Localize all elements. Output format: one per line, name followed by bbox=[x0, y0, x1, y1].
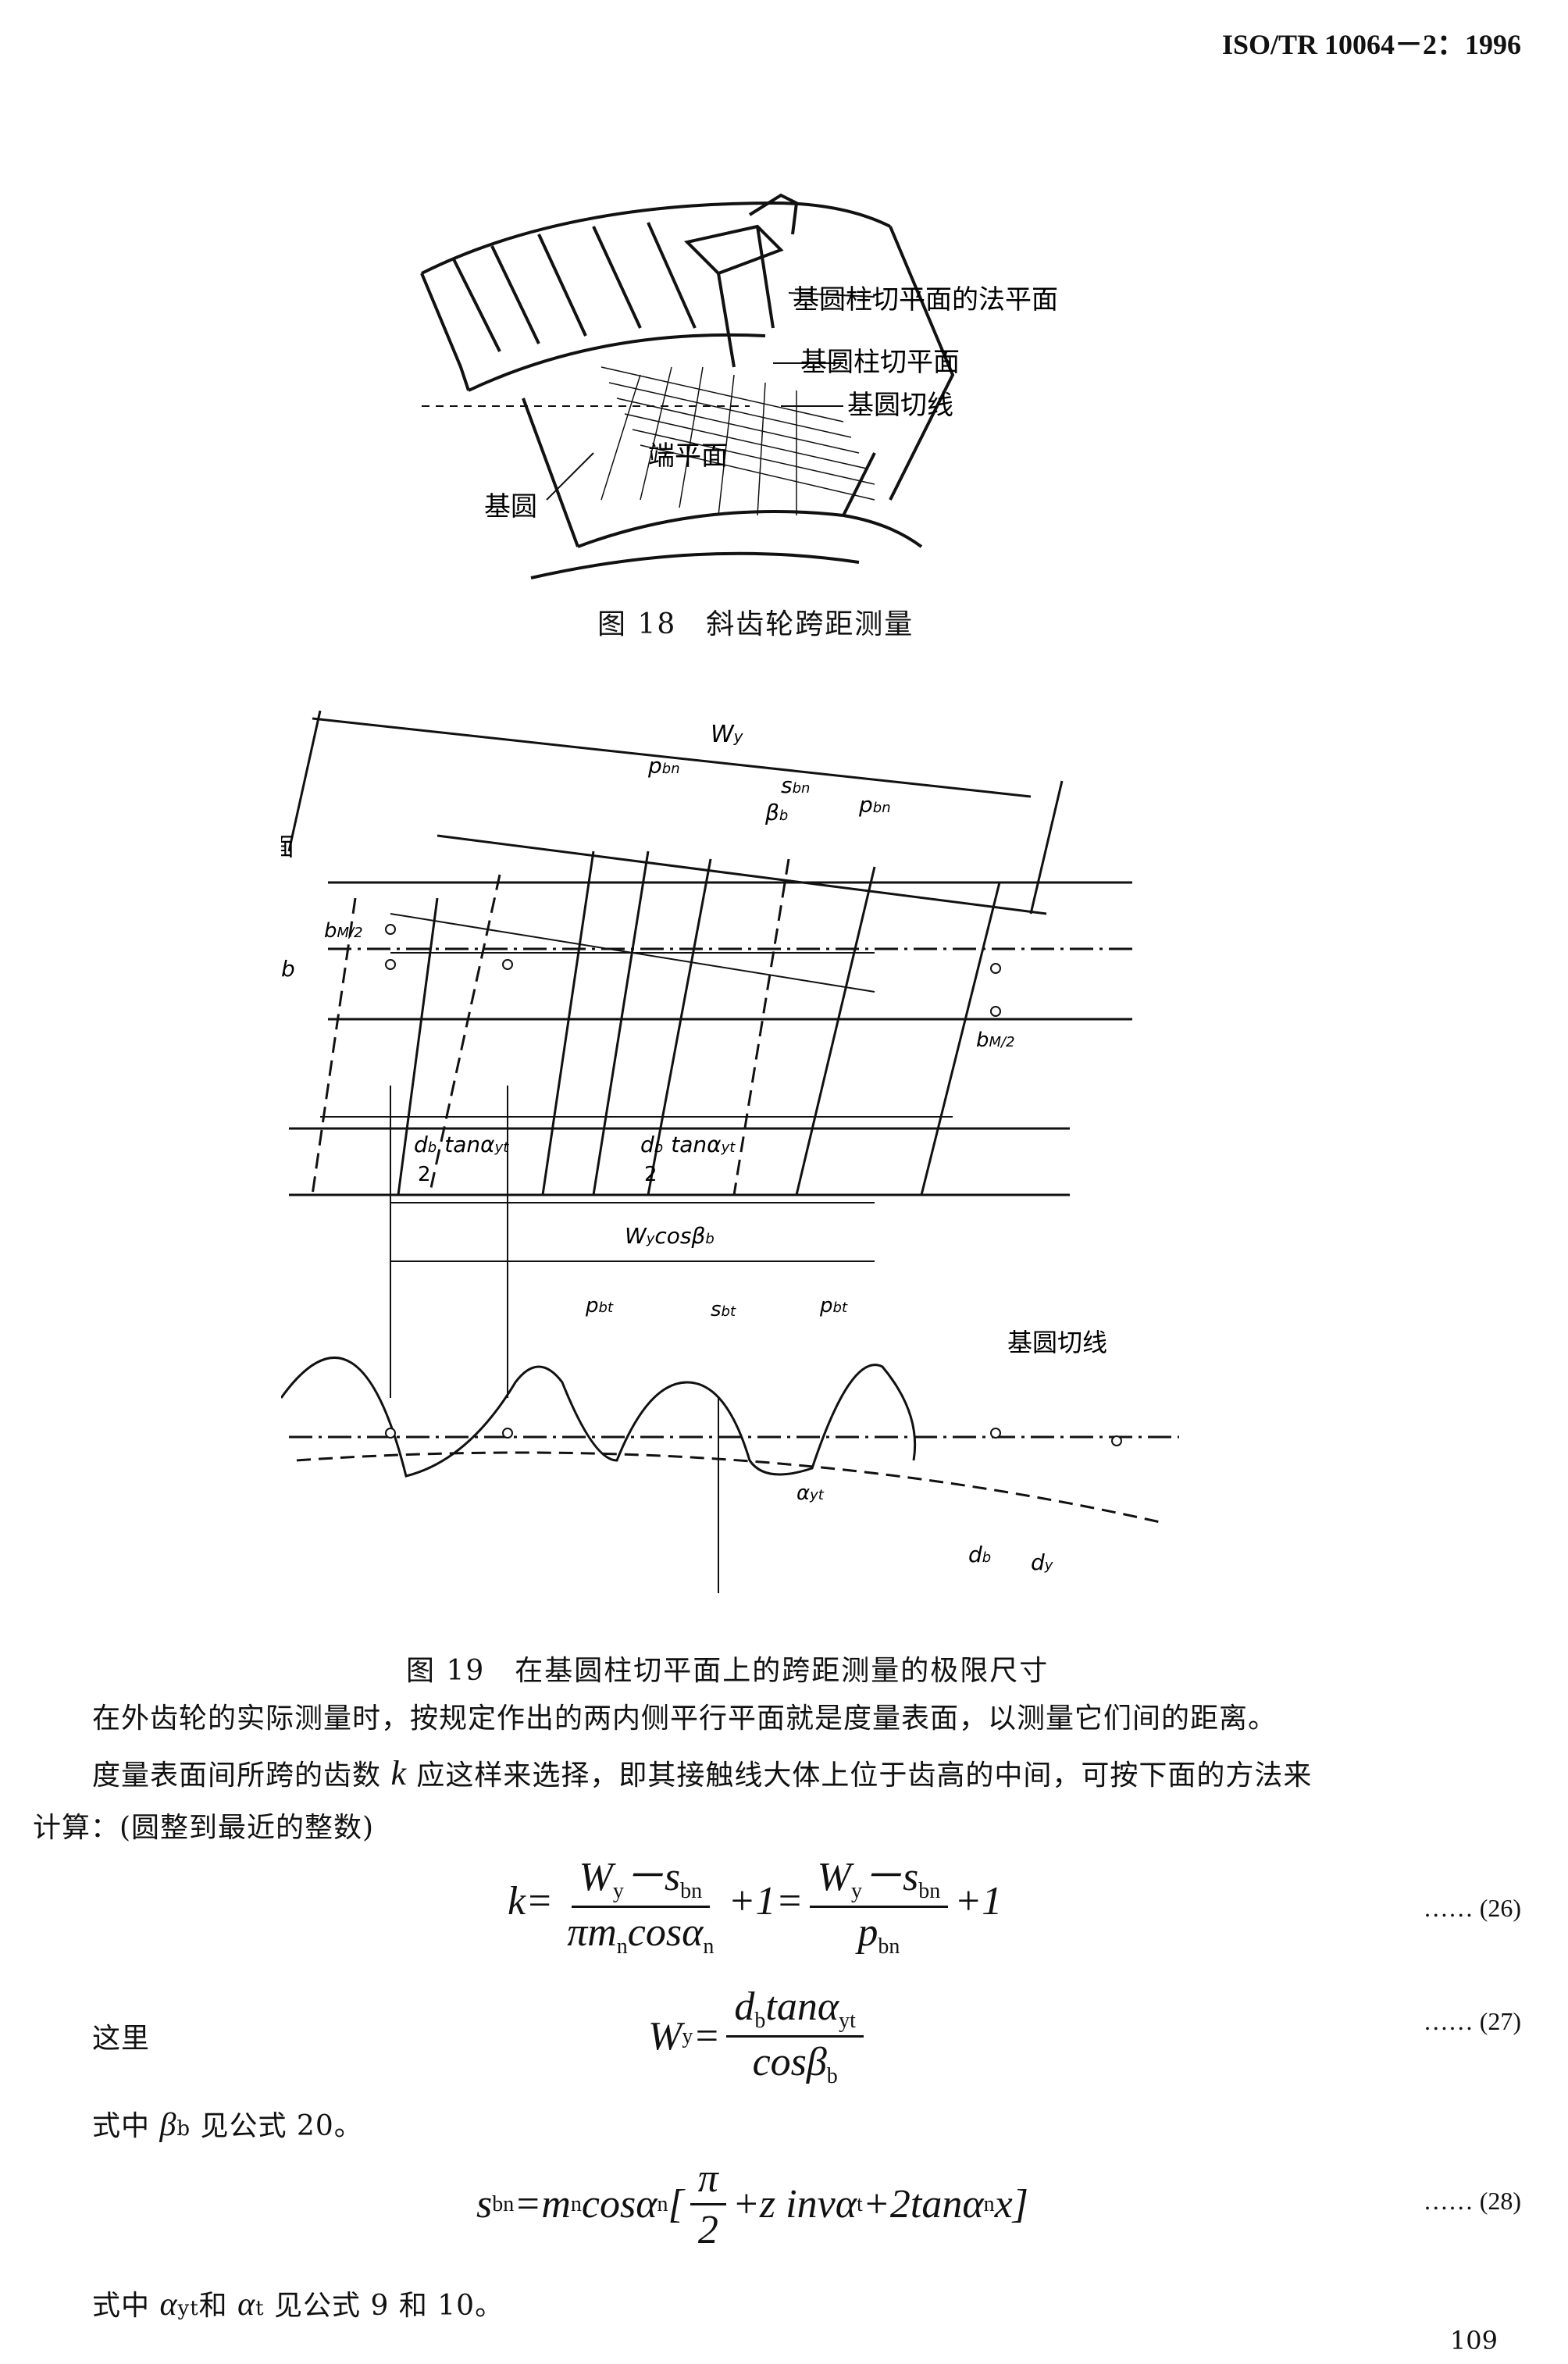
equation-28-number: …… (28) bbox=[1423, 2187, 1521, 2215]
label-end-plane: 端平面 bbox=[648, 440, 728, 472]
label-tangent-line: 基圆切线 bbox=[847, 390, 953, 421]
label-alpha-yt: αyt bbox=[796, 1482, 825, 1505]
equation-27-number: …… (27) bbox=[1423, 2007, 1521, 2035]
label-here: 这里 bbox=[92, 2023, 151, 2055]
label-beta-b: βb bbox=[764, 800, 788, 825]
label-sbt: sbt bbox=[711, 1298, 736, 1321]
paragraph-3: 计算：(圆整到最近的整数) bbox=[33, 1812, 375, 1844]
label-wy: Wy bbox=[711, 721, 744, 748]
figure-18-diagram: 基圆柱切平面的法平面 基圆柱切平面 基圆切线 端平面 基圆 bbox=[420, 193, 1058, 579]
label-pbt-2: pbt bbox=[819, 1294, 848, 1317]
where-alpha: 式中 αyt和 αt 见公式 9 和 10。 bbox=[92, 2287, 504, 2323]
where-beta-b: 式中 βb 见公式 20。 bbox=[92, 2107, 363, 2143]
figure-19-caption: 图 19 在基圆柱切平面上的跨距测量的极限尺寸 bbox=[406, 1655, 1049, 1687]
var-k: k bbox=[390, 1754, 407, 1792]
label-b: b bbox=[281, 956, 295, 982]
figure-19-diagram: 基圆柱切平面 Wy pbn sbn pbn βb b bM/2 bM/2 dbt… bbox=[281, 710, 1179, 1593]
label-fig19-tangent-line: 基圆切线 bbox=[1007, 1328, 1107, 1357]
label-frac-den-left: 2 bbox=[418, 1163, 431, 1186]
label-tangent-plane: 基圆柱切平面 bbox=[800, 347, 960, 378]
equation-26-number: …… (26) bbox=[1423, 1894, 1521, 1922]
equation-26: k= Wy－sbn πmncosαn +1= Wy－sbn pbn +1 bbox=[508, 1843, 1002, 1959]
label-normal-plane: 基圆柱切平面的法平面 bbox=[793, 284, 1058, 316]
page-number: 109 bbox=[1449, 2326, 1498, 2355]
label-bm2-right: bM/2 bbox=[976, 1029, 1015, 1052]
label-pbt-1: pbt bbox=[585, 1294, 614, 1317]
standard-header: ISO/TR 10064－2：1996 bbox=[1221, 29, 1521, 60]
figure-18-caption: 图 18 斜齿轮跨距测量 bbox=[597, 608, 914, 640]
label-wy-cos: Wycosβb bbox=[625, 1223, 715, 1249]
label-dy: dy bbox=[1031, 1549, 1053, 1575]
label-sbn: sbn bbox=[781, 772, 810, 798]
label-pbn-1: pbn bbox=[647, 753, 680, 779]
label-db: db bbox=[968, 1542, 991, 1567]
label-base-circle: 基圆 bbox=[484, 491, 537, 522]
paragraph-1: 在外齿轮的实际测量时，按规定作出的两内侧平行平面就是度量表面，以测量它们间的距离… bbox=[92, 1703, 1278, 1735]
label-bm2-left: bM/2 bbox=[324, 919, 363, 943]
paragraph-2: 度量表面间所跨的齿数 k 应这样来选择，即其接触线大体上位于齿高的中间，可按下面… bbox=[92, 1754, 1313, 1792]
label-pbn-2: pbn bbox=[858, 792, 891, 818]
label-fig19-plane: 基圆柱切平面 bbox=[281, 832, 294, 861]
label-frac-den-right: 2 bbox=[644, 1163, 657, 1186]
